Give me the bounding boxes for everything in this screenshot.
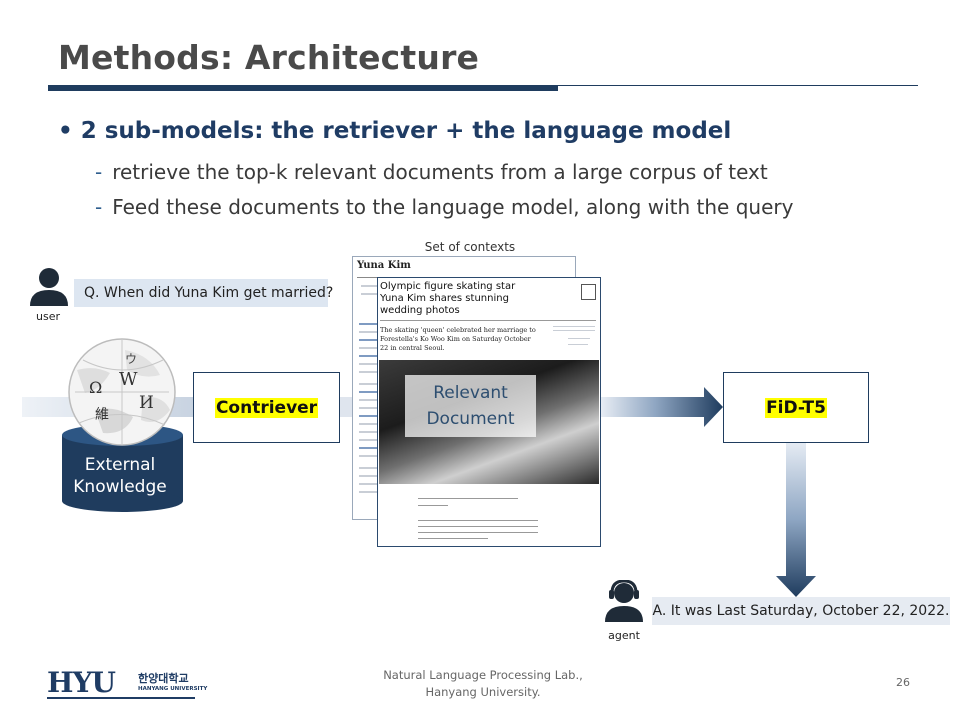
external-knowledge-label: External Knowledge (62, 454, 178, 498)
fid-to-answer-arrow (776, 442, 816, 597)
external-knowledge-database: Ω W И 維 ウ (62, 338, 183, 512)
footer-lab-line1: Natural Language Processing Lab., (383, 668, 583, 682)
publisher-logo-icon (581, 284, 596, 300)
contriever-node: Contriever (193, 372, 340, 443)
relevant-document-label-line1: Relevant (433, 383, 508, 403)
document-headline: Olympic figure skating star Yuna Kim sha… (380, 281, 516, 316)
contriever-label: Contriever (214, 397, 319, 418)
fid-t5-node: FiD-T5 (723, 372, 869, 443)
title-underline-thin (48, 85, 918, 86)
svg-text:Ω: Ω (89, 378, 102, 397)
wikipedia-globe-icon: Ω W И 維 ウ (68, 338, 176, 446)
hyu-logo-text: HYU (47, 666, 116, 699)
fid-t5-label: FiD-T5 (765, 397, 827, 418)
hyu-logo-underline (47, 697, 195, 699)
title-underline-thick (48, 86, 558, 91)
sub-bullet-dash: - (95, 160, 103, 184)
agent-icon (605, 580, 643, 622)
svg-text:W: W (119, 369, 138, 390)
document-subheadline: The skating 'queen' celebrated her marri… (380, 326, 536, 352)
relevant-document-label: Relevant Document (405, 375, 536, 437)
agent-label: agent (608, 629, 640, 642)
main-bullet: • 2 sub-models: the retriever + the lang… (58, 118, 731, 144)
slide-title: Methods: Architecture (58, 38, 480, 77)
user-label: user (36, 310, 60, 323)
page-number: 26 (896, 676, 910, 689)
external-knowledge-label-line1: External (84, 455, 156, 475)
relevant-document-label-line2: Document (426, 409, 515, 429)
external-knowledge-label-line2: Knowledge (73, 477, 167, 497)
answer-box: A. It was Last Saturday, October 22, 202… (652, 597, 950, 625)
sub-bullet-2: -Feed these documents to the language mo… (95, 195, 793, 219)
retriever-to-docs-band (338, 397, 354, 417)
svg-text:維: 維 (95, 407, 109, 423)
svg-text:И: И (139, 393, 154, 413)
sub-bullet-text: retrieve the top-k relevant documents fr… (112, 160, 768, 184)
footer-lab: Natural Language Processing Lab., Hanyan… (370, 667, 596, 701)
back-document-title: Yuna Kim (357, 260, 411, 271)
hyu-logo-english: HANYANG UNIVERSITY (138, 686, 208, 692)
sub-bullet-dash: - (95, 195, 103, 219)
docs-to-fid-arrow (600, 387, 723, 427)
hyu-logo-korean: 한양대학교 (138, 672, 189, 685)
sub-bullet-text: Feed these documents to the language mod… (112, 195, 794, 219)
sub-bullet-1: -retrieve the top-k relevant documents f… (95, 160, 768, 184)
main-bullet-text: 2 sub-models: the retriever + the langua… (80, 118, 732, 144)
svg-text:ウ: ウ (125, 352, 137, 366)
user-icon (30, 268, 68, 306)
question-box: Q. When did Yuna Kim get married? (74, 279, 333, 307)
footer-lab-line2: Hanyang University. (425, 685, 541, 699)
bullet-dot: • (58, 118, 81, 144)
contexts-label: Set of contexts (424, 240, 516, 254)
